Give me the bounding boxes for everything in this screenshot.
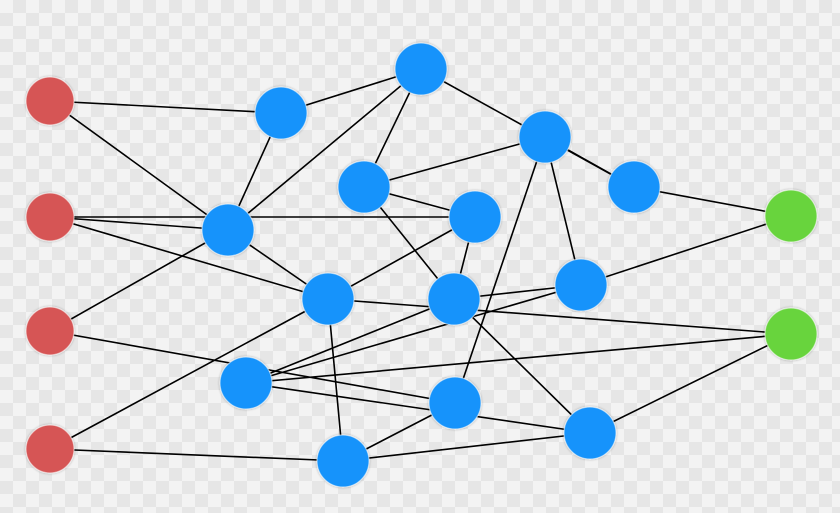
input-node-in4 [25,424,75,474]
hidden-node-h7 [448,190,502,244]
edge-in4-h10 [49,298,329,450]
hidden-node-h4 [337,160,391,214]
edge-h14-out2 [589,333,792,434]
hidden-node-h13 [316,434,370,488]
edge-h4-h5 [363,136,546,188]
edge-h11-out2 [245,333,792,384]
edge-h10-h13 [327,298,344,462]
input-node-in3 [25,306,75,356]
edge-h11-h14 [245,382,591,434]
edge-in1-h1 [49,100,282,114]
output-node-out2 [764,307,818,361]
edge-h9-out1 [580,215,792,286]
nodes-layer [25,42,818,488]
hidden-node-h2 [394,42,448,96]
edge-h7-h10 [327,216,476,300]
hidden-node-h6 [607,160,661,214]
edge-h8-h11 [245,298,455,384]
hidden-node-h5 [518,110,572,164]
edge-h9-h11 [245,284,582,384]
edge-h8-h14 [453,298,591,434]
edges-layer [49,68,792,462]
edge-in2-h10 [49,216,329,300]
edge-h2-h3 [227,68,422,231]
hidden-node-h14 [563,406,617,460]
edge-h10-out2 [327,298,792,335]
edge-in4-h13 [49,448,344,462]
hidden-node-h10 [301,272,355,326]
hidden-node-h1 [254,86,308,140]
hidden-node-h11 [219,356,273,410]
input-node-in2 [25,192,75,242]
edge-in2-h3 [49,216,229,231]
edge-in3-h3 [49,229,229,332]
hidden-node-h3 [201,203,255,257]
hidden-node-h12 [428,376,482,430]
output-node-out1 [764,189,818,243]
hidden-node-h9 [554,258,608,312]
edge-h13-h14 [342,432,591,462]
input-node-in1 [25,76,75,126]
edge-h6-out1 [633,186,792,217]
hidden-node-h8 [427,272,481,326]
edge-in1-h3 [49,100,229,231]
edge-h5-h12 [454,136,546,404]
